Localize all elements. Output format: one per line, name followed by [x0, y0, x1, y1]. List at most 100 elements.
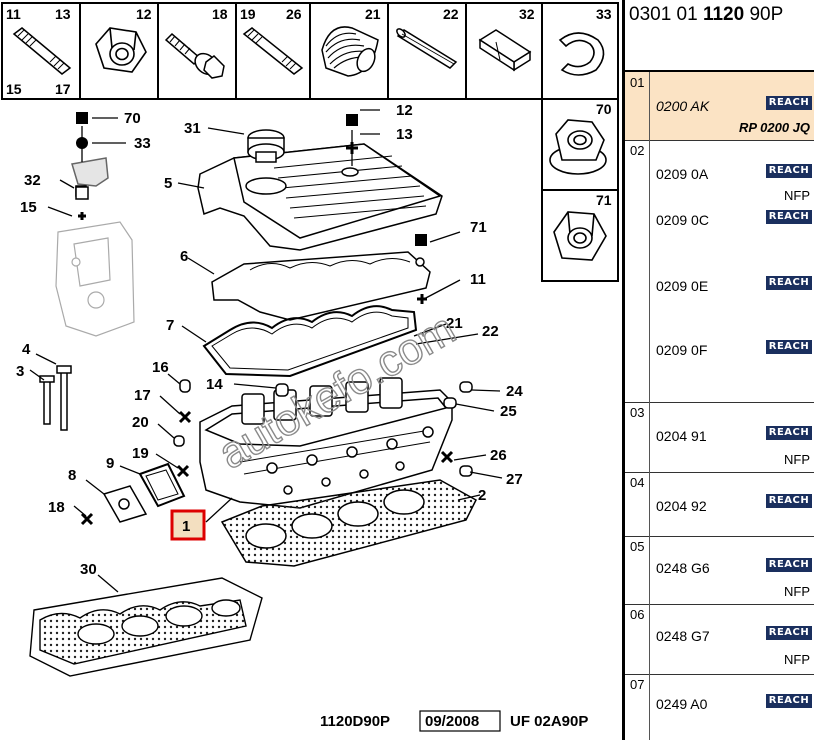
- row-index: 03: [625, 402, 650, 472]
- flange-nut-icon: [549, 119, 607, 175]
- callout-4: 4: [22, 341, 31, 358]
- title-bold: 1120: [702, 4, 745, 25]
- callout-9: 9: [106, 455, 114, 472]
- part-code[interactable]: 0204 92: [656, 498, 707, 514]
- callout-32: 32: [24, 172, 41, 189]
- callout-labels: 70 33 32 15 31 5 12 13 6 71 11 7 21 22 4…: [16, 102, 523, 578]
- exploded-parts-diagram: 11 13 15 17 12 18 19 2 6 21 22 32 33: [1, 2, 619, 732]
- callout-symbols: [75, 112, 454, 526]
- rocker-gasket: [202, 305, 418, 378]
- callout-11: 11: [470, 271, 486, 288]
- spring-sleeve-icon: [321, 26, 379, 77]
- part-row-02[interactable]: 02 0209 0A REACH NFP 0209 0C REACH 0209 …: [625, 140, 814, 403]
- nfp-note: NFP: [784, 584, 810, 599]
- callout-7: 7: [166, 317, 174, 334]
- highlight-box[interactable]: [170, 509, 206, 541]
- callout-6: 6: [180, 248, 188, 265]
- callout-13: 13: [396, 126, 413, 143]
- hdr-1-lb: 15: [6, 81, 22, 97]
- callout-70: 70: [124, 110, 141, 127]
- callout-24: 24: [506, 383, 523, 400]
- hdr-1-rb: 17: [55, 81, 71, 97]
- split-washer-icon: [558, 32, 605, 76]
- part-code[interactable]: 0209 0E: [656, 278, 709, 294]
- part-row-05[interactable]: 05 0248 G6 REACH NFP: [625, 536, 814, 605]
- stud-icon: [12, 27, 72, 75]
- callout-3: 3: [16, 363, 24, 380]
- hdr-1-rt: 13: [55, 6, 71, 22]
- hdr-1-lt: 11: [6, 6, 21, 22]
- reach-badge: REACH: [766, 426, 812, 440]
- part-row-04[interactable]: 04 0204 92 REACH: [625, 472, 814, 537]
- reach-badge: REACH: [766, 164, 812, 178]
- flange-bolt-icon: [164, 32, 225, 79]
- cylinder-head: [199, 377, 453, 509]
- part-code[interactable]: 0209 0F: [656, 342, 708, 358]
- row-index: 07: [625, 674, 650, 740]
- part-row-03[interactable]: 03 0204 91 REACH NFP: [625, 402, 814, 473]
- title-suffix: 90P: [744, 4, 784, 25]
- hdr-7-rt: 32: [519, 6, 535, 22]
- part-row-01[interactable]: 01 0200 AK REACH RP 0200 JQ: [625, 72, 814, 141]
- row-index: 06: [625, 604, 650, 674]
- dowels: [173, 379, 473, 477]
- callout-17: 17: [134, 387, 151, 404]
- nfp-note: NFP: [784, 652, 810, 667]
- leader-lines: [29, 109, 503, 593]
- hdr-8-rt: 33: [596, 6, 612, 22]
- baffle-plate: [211, 251, 431, 321]
- reach-badge: REACH: [766, 276, 812, 290]
- callout-5: 5: [164, 175, 172, 192]
- gasket-set: [29, 577, 263, 677]
- callout-25: 25: [500, 403, 517, 420]
- callout-12: 12: [396, 102, 413, 119]
- part-code[interactable]: 0209 0A: [656, 166, 709, 182]
- title-prefix: 0301 01: [629, 4, 703, 25]
- reach-badge: REACH: [766, 210, 812, 224]
- gasket-plate: [138, 462, 186, 508]
- part-code[interactable]: 0200 AK: [656, 98, 710, 114]
- callout-16: 16: [152, 359, 169, 376]
- callout-21: 21: [446, 315, 463, 332]
- side-cell-71-num: 71: [596, 192, 612, 208]
- hdr-2-rt: 12: [136, 6, 152, 22]
- row-index: 05: [625, 536, 650, 604]
- callout-22: 22: [482, 323, 499, 340]
- callout-18: 18: [48, 499, 65, 516]
- footer-code: 1120D90P: [320, 713, 390, 730]
- hex-nut-icon: [553, 211, 607, 261]
- callout-27: 27: [506, 471, 523, 488]
- cover-plate: [102, 485, 148, 523]
- reach-badge: REACH: [766, 96, 812, 110]
- row-index: 04: [625, 472, 650, 536]
- part-code[interactable]: 0204 91: [656, 428, 707, 444]
- callout-2: 2: [478, 487, 486, 504]
- hdr-3-rt: 18: [212, 6, 228, 22]
- engine-illustration: [29, 129, 477, 677]
- part-row-06[interactable]: 06 0248 G7 REACH NFP: [625, 604, 814, 675]
- callout-71: 71: [470, 219, 487, 236]
- bushing-icon: [478, 29, 532, 72]
- reach-badge: REACH: [766, 694, 812, 708]
- reach-badge: REACH: [766, 494, 812, 508]
- callout-31: 31: [184, 120, 201, 137]
- part-row-07[interactable]: 07 0249 A0 REACH: [625, 674, 814, 740]
- part-code[interactable]: 0249 A0: [656, 696, 708, 712]
- nfp-note: NFP: [784, 452, 810, 467]
- callout-15: 15: [20, 199, 37, 216]
- hex-nut-icon: [95, 27, 147, 73]
- part-code[interactable]: 0209 0C: [656, 212, 709, 228]
- callout-30: 30: [80, 561, 97, 578]
- filler-cap: [247, 129, 285, 163]
- footer-ref: UF 02A90P: [510, 713, 588, 730]
- hdr-4-lt: 19: [240, 6, 256, 22]
- pin-icon: [396, 28, 458, 69]
- part-code[interactable]: 0248 G6: [656, 560, 710, 576]
- callout-20: 20: [132, 414, 149, 431]
- reach-badge: REACH: [766, 558, 812, 572]
- header-parts-strip: 11 13 15 17 12 18 19 26 21 22 32 33: [1, 2, 619, 100]
- reach-badge: REACH: [766, 340, 812, 354]
- diagram-footer: 1120D90P 09/2008 UF 02A90P: [320, 710, 588, 732]
- callout-33: 33: [134, 135, 151, 152]
- part-code[interactable]: 0248 G7: [656, 628, 710, 644]
